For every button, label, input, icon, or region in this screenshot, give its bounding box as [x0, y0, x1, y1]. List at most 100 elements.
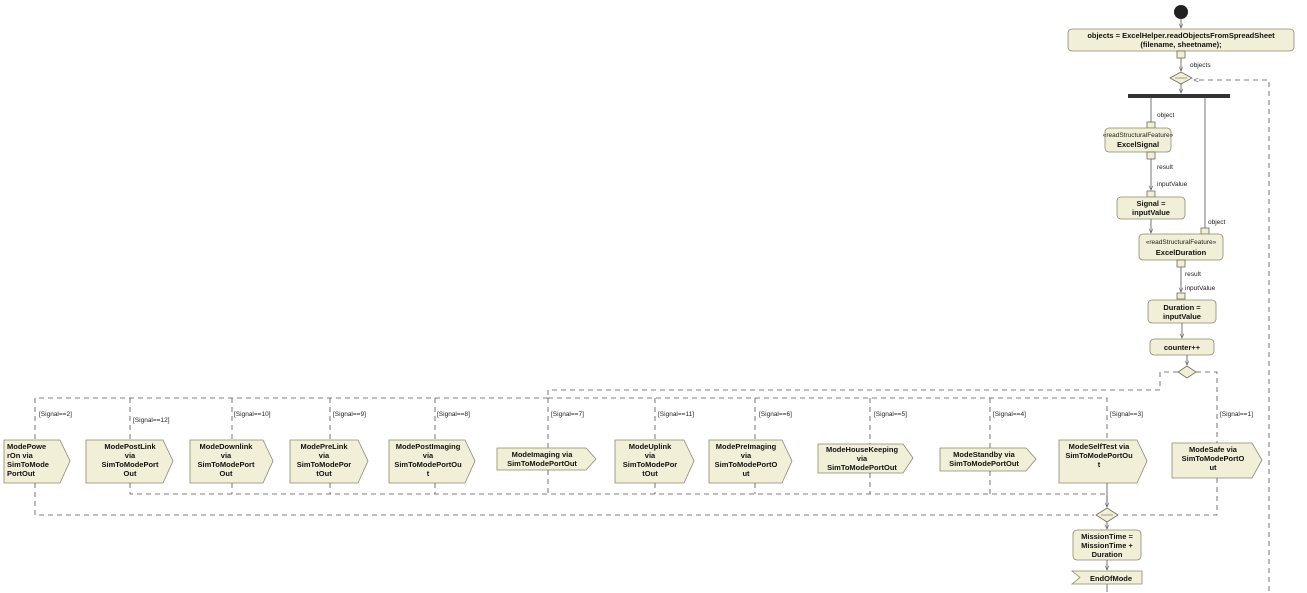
signal-text: Out: [220, 469, 233, 478]
signal-text: ModePreImaging: [716, 442, 777, 451]
signal-text: SimToModePortOu: [394, 460, 462, 469]
decision-node: [1177, 365, 1197, 379]
fork-bar: [1128, 94, 1230, 98]
excel-signal-action[interactable]: «readStructuralFeature» ExcelSignal: [1103, 127, 1174, 153]
guard-labels: [Signal==2] [Signal==12] [Signal==10] [S…: [39, 411, 1253, 424]
duration-assign-line2: inputValue: [1163, 312, 1201, 321]
send-signal-mode-imaging[interactable]: ModeImaging via SimToModePortOut: [496, 447, 597, 471]
signal-text: PortOut: [7, 469, 35, 478]
guard-label: [Signal==10]: [234, 411, 271, 418]
signal-text: t: [427, 469, 430, 478]
input-duration-label: inputValue: [1185, 285, 1216, 292]
duration-assign-action[interactable]: Duration = inputValue: [1147, 299, 1217, 324]
signal-text: Out: [124, 469, 137, 478]
send-signal-mode-post-imaging[interactable]: ModePostImaging via SimToModePortOu t: [388, 439, 476, 484]
read-objects-action[interactable]: objects = ExcelHelper.readObjectsFromSpr…: [1067, 28, 1295, 52]
signal-text: SimToMode: [7, 460, 49, 469]
signal-text: ModeSelfTest via: [1069, 442, 1131, 451]
signal-text: tOut: [316, 469, 332, 478]
signal-text: SimToModePortOut: [827, 463, 897, 472]
send-signal-mode-safe[interactable]: ModeSafe via SimToModePortO ut: [1171, 442, 1263, 479]
guard-label: [Signal==1]: [1220, 411, 1253, 418]
signal-text: ut: [1209, 463, 1217, 472]
mission-time-line2: MissionTime +: [1081, 541, 1133, 550]
guard-label: [Signal==8]: [437, 411, 470, 418]
object-duration-label: object: [1208, 219, 1226, 226]
send-signal-mode-power-on[interactable]: ModePowe rOn via SimToMode PortOut: [3, 439, 71, 484]
excel-duration-name: ExcelDuration: [1156, 248, 1207, 257]
duration-assign-line1: Duration =: [1163, 303, 1201, 312]
send-signal-mode-post-link[interactable]: ModePostLink via SimToModePort Out: [85, 439, 174, 484]
signal-text: ModePreLink: [300, 442, 348, 451]
mission-time-line1: MissionTime =: [1081, 532, 1133, 541]
signal-text: SimToModePor: [297, 460, 352, 469]
send-signal-mode-uplink[interactable]: ModeUplink via SimToModePor tOut: [614, 439, 695, 484]
signal-text: ModeImaging via: [512, 450, 574, 459]
counter-label: counter++: [1164, 343, 1201, 352]
object-signal-label: object: [1157, 112, 1175, 119]
signal-text: via: [221, 451, 232, 460]
result-duration-label: result: [1185, 271, 1201, 278]
read-objects-line2: (filename, sheetname);: [1140, 40, 1221, 49]
send-signal-mode-standby[interactable]: ModeStandby via SimToModePortOut: [939, 447, 1037, 472]
signal-text: t: [1098, 460, 1101, 469]
signal-text: ModeSafe via: [1189, 445, 1238, 454]
signal-text: via: [857, 454, 868, 463]
signal-text: SimToModePortOu: [1065, 451, 1133, 460]
end-of-mode-event[interactable]: EndOfMode: [1070, 570, 1143, 585]
send-signal-mode-pre-imaging[interactable]: ModePreImaging via SimToModePortO ut: [708, 439, 793, 484]
signal-text: rOn via: [7, 451, 34, 460]
guard-label: [Signal==3]: [1110, 411, 1143, 418]
signal-assign-action[interactable]: Signal = inputValue: [1116, 196, 1186, 220]
signal-text: ModePostLink: [104, 442, 156, 451]
signal-text: via: [645, 451, 656, 460]
signal-text: ModePowe: [7, 442, 46, 451]
guard-label: [Signal==7]: [551, 411, 584, 418]
guard-label: [Signal==5]: [874, 411, 907, 418]
guard-label: [Signal==9]: [333, 411, 366, 418]
excel-duration-action[interactable]: «readStructuralFeature» ExcelDuration: [1138, 233, 1224, 261]
signal-text: via: [423, 451, 434, 460]
signal-text: SimToModePor: [623, 460, 678, 469]
signal-text: ModeStandby via: [953, 450, 1016, 459]
excel-signal-name: ExcelSignal: [1117, 140, 1159, 149]
signal-text: ModePostImaging: [396, 442, 461, 451]
objects-pin-label: objects: [1190, 62, 1211, 69]
excel-signal-stereotype: «readStructuralFeature»: [1103, 132, 1174, 139]
signal-text: ut: [742, 469, 750, 478]
signal-text: via: [125, 451, 136, 460]
signal-text: SimToModePortOut: [507, 459, 577, 468]
signal-text: SimToModePortOut: [949, 459, 1019, 468]
signal-assign-line1: Signal =: [1137, 199, 1167, 208]
counter-action[interactable]: counter++: [1149, 338, 1215, 356]
signal-text: ModeDownlink: [200, 442, 254, 451]
signal-text: tOut: [642, 469, 658, 478]
read-objects-line1: objects = ExcelHelper.readObjectsFromSpr…: [1087, 31, 1275, 40]
mission-time-line3: Duration: [1092, 550, 1123, 559]
signal-text: SimToModePortO: [1182, 454, 1245, 463]
objects-pin: [1176, 50, 1186, 59]
initial-node: [1174, 5, 1188, 19]
send-signal-mode-pre-link[interactable]: ModePreLink via SimToModePor tOut: [289, 439, 369, 484]
mission-time-action[interactable]: MissionTime = MissionTime + Duration: [1072, 529, 1142, 561]
signal-assign-line2: inputValue: [1132, 208, 1170, 217]
signal-text: ModeHouseKeeping: [826, 445, 899, 454]
guard-label: [Signal==12]: [133, 417, 170, 424]
end-of-mode-label: EndOfMode: [1090, 574, 1132, 583]
input-signal-label: inputValue: [1157, 181, 1188, 188]
signal-text: via: [741, 451, 752, 460]
signal-text: ModeUplink: [629, 442, 672, 451]
signal-text: SimToModePortO: [715, 460, 778, 469]
guard-label: [Signal==4]: [993, 411, 1026, 418]
signal-text: SimToModePort: [198, 460, 255, 469]
send-signal-mode-self-test[interactable]: ModeSelfTest via SimToModePortOu t: [1058, 439, 1148, 484]
send-signal-mode-house-keeping[interactable]: ModeHouseKeeping via SimToModePortOut: [817, 443, 914, 474]
signal-text: SimToModePort: [102, 460, 159, 469]
guard-label: [Signal==2]: [39, 411, 72, 418]
send-signal-mode-downlink[interactable]: ModeDownlink via SimToModePort Out: [189, 439, 274, 484]
guard-label: [Signal==11]: [658, 411, 694, 418]
guard-label: [Signal==6]: [759, 411, 792, 418]
excel-duration-stereotype: «readStructuralFeature»: [1146, 239, 1217, 246]
signal-text: via: [319, 451, 330, 460]
